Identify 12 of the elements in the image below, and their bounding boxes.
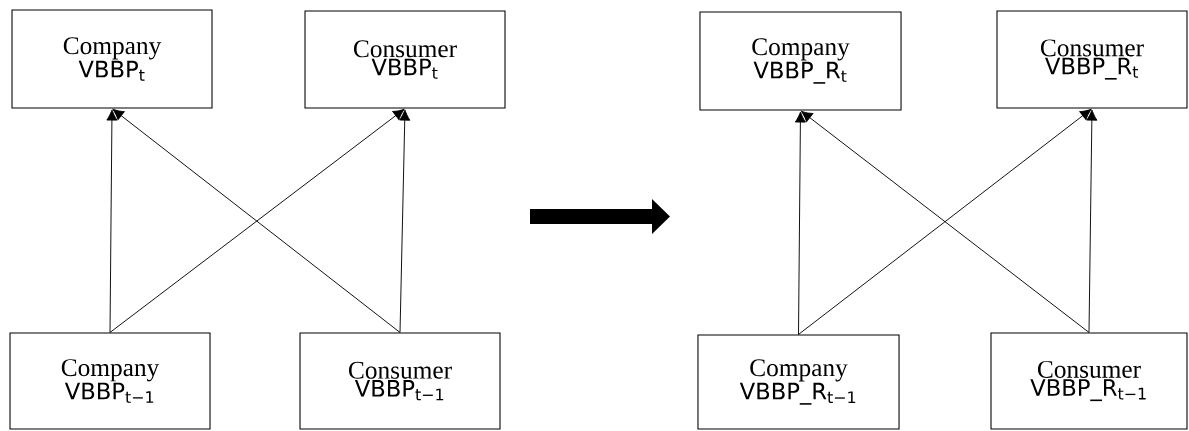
arrow (106, 109, 118, 333)
arrow (1086, 109, 1098, 333)
arrow (399, 109, 411, 333)
text-box: Consumer VBBP$_{t}$ (304, 10, 506, 109)
text-box: Consumer VBBP$_{t−1}$ (299, 332, 501, 430)
text-box: Company VBBP$_{t−1}$ (9, 332, 211, 430)
arrow (794, 111, 806, 335)
text-box: Company VBBP_R$_{t−1}$ (697, 334, 900, 430)
text-box: Consumer VBBP_R$_{t}$ (996, 10, 1188, 109)
text-box: Company VBBP$_{t}$ (11, 9, 213, 109)
text-box: Consumer VBBP_R$_{t−1}$ (990, 332, 1188, 430)
text-box: Company VBBP_R$_{t}$ (699, 11, 902, 111)
